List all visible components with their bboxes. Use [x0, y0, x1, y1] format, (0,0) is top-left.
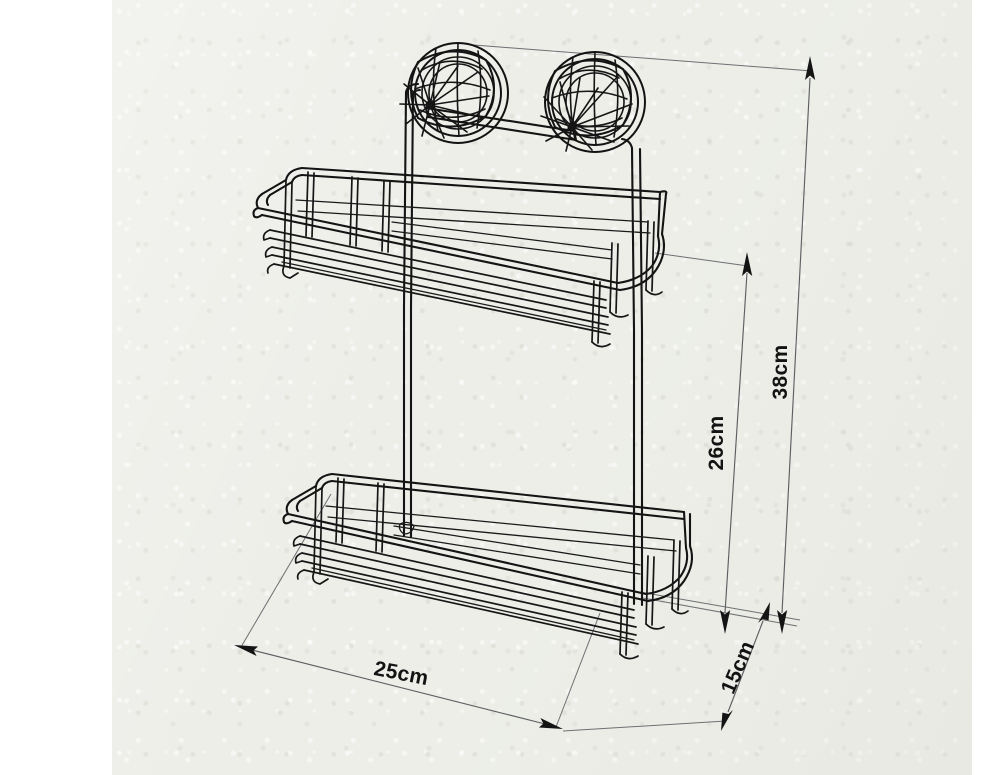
arrowhead-26cm-top: [742, 252, 753, 276]
hanger-arm-right: [620, 137, 644, 333]
suction-cup-left: [399, 42, 509, 144]
arrowhead-38cm-top: [805, 56, 816, 80]
arrowhead-15cm-top: [758, 602, 770, 623]
extension-line-upper-basket: [654, 252, 749, 267]
extension-line-width-right: [555, 612, 601, 728]
dimension-tier-height: 26cm: [705, 252, 753, 634]
suction-cup-crossbar: [424, 106, 578, 142]
lower-basket: [282, 472, 694, 660]
arrowhead-25cm-left: [234, 645, 258, 656]
dimension-label-38cm: 38cm: [769, 345, 792, 400]
hanger-arm-left: [402, 82, 422, 310]
suction-cup-right-spokes: [540, 75, 633, 152]
dimension-line-26cm: [724, 272, 748, 614]
dimension-label-26cm: 26cm: [705, 416, 728, 471]
support-post-right: [632, 328, 644, 607]
arrowhead-25cm-right: [539, 718, 563, 729]
dimension-line-25cm: [251, 649, 546, 725]
extension-line-depth-bottom: [562, 720, 727, 732]
extension-line-base-lower: [642, 597, 798, 627]
support-post-left: [402, 305, 413, 539]
arrowhead-26cm-bottom: [720, 610, 731, 634]
dimension-overall-height: 38cm: [769, 56, 816, 634]
arrowhead-38cm-bottom: [777, 610, 788, 634]
dimension-line-15cm: [727, 620, 764, 713]
upper-basket: [252, 166, 668, 348]
paper-background: [112, 0, 972, 775]
dimension-line-38cm: [781, 77, 811, 614]
arrowhead-15cm-bottom: [721, 710, 733, 731]
extension-line-top: [473, 44, 813, 72]
